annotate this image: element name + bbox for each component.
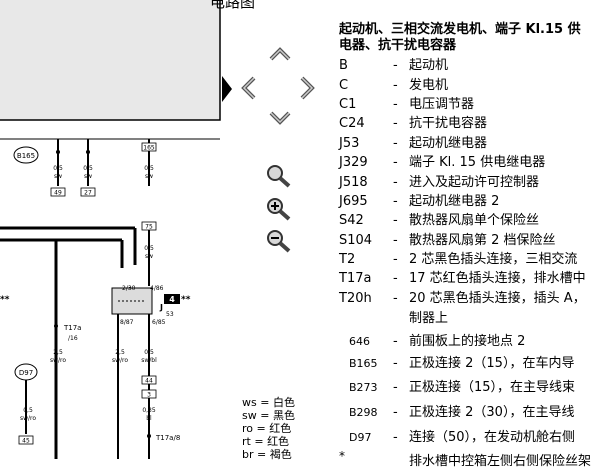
arrow-down-icon[interactable] (268, 110, 292, 126)
w2-pin: 27 (84, 190, 92, 197)
w1-pin: 49 (54, 190, 62, 197)
w4-color: sw (145, 253, 153, 260)
w2-color: sw (84, 173, 92, 180)
triangle-right-icon[interactable] (222, 76, 232, 102)
w7-color: sw/bl (141, 357, 157, 364)
relay-sub: 53 (166, 311, 174, 318)
color-key-rt: rt = 红色 (242, 435, 290, 448)
w8-size: 0,5 (23, 407, 33, 414)
relay-label: J (159, 303, 163, 312)
zoom-out-icon[interactable] (265, 228, 293, 254)
fuse-75: 75 (145, 224, 153, 231)
w1-size: 0,5 (53, 165, 63, 172)
w6-color: sw/ro (112, 357, 128, 364)
w5-size: 2,5 (53, 349, 63, 356)
arrow-up-icon[interactable] (268, 46, 292, 62)
t17a-label: T17a (63, 324, 81, 332)
badge-4: 4 (169, 295, 175, 304)
t17a8-label: T17a/8 (155, 434, 180, 442)
legend-stub: * (339, 449, 345, 463)
zoom-fit-icon[interactable] (265, 163, 293, 189)
w3-size: 0,5 (144, 165, 154, 172)
legend-item-partial: 排水槽中控箱左侧右侧保险丝架 (409, 454, 592, 469)
zoom-in-icon[interactable] (265, 196, 293, 222)
wiring-diagram: B165 0,5 sw 49 0,5 sw 27 165 0,5 sw 75 0… (0, 0, 221, 459)
w9-color: bl (146, 415, 152, 422)
w6-size: 2,5 (115, 349, 125, 356)
color-key-ws: ws = 白色 (242, 396, 295, 409)
stars-left: ** (0, 295, 10, 305)
relay-pin-887: 8/87 (120, 319, 134, 326)
w8-color: sw/ro (20, 415, 36, 422)
w1-color: sw (54, 173, 62, 180)
d97-label: D97 (19, 369, 33, 377)
pin-3: 3 (147, 392, 151, 399)
color-key-ro: ro = 红色 (242, 422, 292, 435)
color-key-br: br = 褐色 (242, 448, 292, 461)
component-box (0, 0, 221, 121)
w3-color: sw (145, 173, 153, 180)
window-title: 电路图 (210, 0, 256, 11)
relay-pin-230: 2/30 (122, 285, 136, 292)
pin-45: 45 (22, 438, 30, 445)
relay-pin-685: 6/85 (152, 319, 166, 326)
arrow-right-icon[interactable] (298, 75, 316, 101)
pin-44: 44 (145, 378, 153, 385)
w4-size: 0,5 (144, 245, 154, 252)
relay-pin-486: 4/86 (150, 285, 164, 292)
w9-size: 0,35 (142, 407, 156, 414)
w7-size: 0,5 (144, 349, 154, 356)
b165-label: B165 (17, 152, 35, 160)
arrow-left-icon[interactable] (240, 75, 258, 101)
t17a-pin: /16 (68, 335, 78, 342)
w2-size: 0,5 (83, 165, 93, 172)
b165-node (13, 146, 39, 164)
w5-color: sw/ro (50, 357, 66, 364)
fuse-165: 165 (143, 145, 155, 152)
legend-item-continuation: 制器上 (409, 311, 449, 326)
stars-right: ** (181, 295, 191, 305)
legend-heading: 起动机、三相交流发电机、端子 Kl.15 供 电器、抗干扰电容器 (339, 22, 581, 53)
color-key-sw: sw = 黑色 (242, 409, 295, 422)
